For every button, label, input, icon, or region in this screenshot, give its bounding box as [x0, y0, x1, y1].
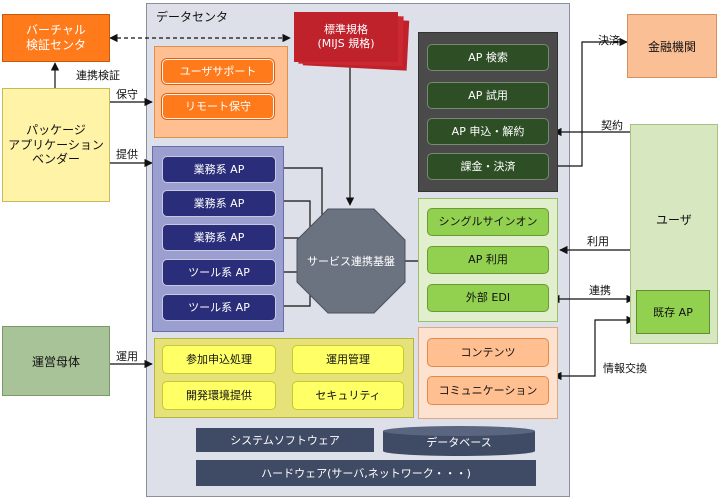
ap-use-button[interactable]: AP 利用	[427, 246, 549, 274]
remote-maintenance-button[interactable]: リモート保守	[162, 94, 274, 119]
security-button[interactable]: セキュリティ	[292, 381, 404, 410]
communication-button[interactable]: コミュニケーション	[427, 376, 549, 405]
dev-environment-button[interactable]: 開発環境提供	[162, 381, 276, 410]
business-ap-1[interactable]: 業務系 AP	[162, 156, 276, 183]
edge-label-settle: 決済	[598, 34, 620, 47]
ap-search-button[interactable]: AP 検索	[427, 44, 549, 71]
ap-trial-button[interactable]: AP 試用	[427, 82, 549, 109]
virtual-verification-center-label: バーチャル 検証センタ	[25, 23, 86, 52]
external-edi-button[interactable]: 外部 EDI	[427, 284, 549, 312]
edge-label-operate: 運用	[116, 350, 138, 363]
service-hub-label: サービス連携基盤	[307, 255, 395, 268]
tool-ap-2[interactable]: ツール系 AP	[162, 294, 276, 321]
operator-label: 運営母体	[31, 354, 80, 369]
edge-label-contract: 契約	[601, 119, 623, 132]
edge-label-link: 連携	[589, 284, 611, 297]
tool-ap-1[interactable]: ツール系 AP	[162, 259, 276, 286]
edge-label-maintain: 保守	[116, 88, 138, 101]
ap-apply-cancel-button[interactable]: AP 申込・解約	[427, 118, 549, 145]
existing-ap-label: 既存 AP	[653, 306, 693, 319]
user-support-button[interactable]: ユーザサポート	[162, 59, 274, 84]
virtual-verification-center: バーチャル 検証センタ	[2, 14, 110, 62]
single-sign-on-button[interactable]: シングルサインオン	[427, 208, 549, 236]
participation-application-button[interactable]: 参加申込処理	[162, 345, 276, 374]
business-ap-2[interactable]: 業務系 AP	[162, 190, 276, 217]
operator: 運営母体	[2, 326, 110, 396]
datacenter-title: データセンタ	[156, 10, 229, 24]
billing-settlement-button[interactable]: 課金・決済	[427, 153, 549, 180]
system-software-label: システムソフトウェア	[230, 434, 340, 447]
financial-institution-label: 金融機関	[647, 39, 696, 54]
service-hub-octagon	[296, 208, 406, 314]
operations-management-button[interactable]: 運用管理	[292, 345, 404, 374]
system-software: システムソフトウェア	[196, 428, 374, 452]
database-label: データベース	[426, 436, 492, 449]
hardware-label: ハードウェア(サーバ,ネットワーク・・・)	[261, 467, 471, 480]
edge-label-provide: 提供	[116, 148, 138, 161]
edge-label-verify: 連携検証	[76, 69, 120, 82]
service-hub	[296, 208, 406, 314]
database-cylinder	[383, 426, 535, 456]
existing-ap: 既存 AP	[636, 290, 710, 334]
edge-label-use: 利用	[587, 235, 609, 248]
business-ap-3[interactable]: 業務系 AP	[162, 224, 276, 251]
package-vendor-label: パッケージ アプリケーション ベンダー	[8, 123, 104, 167]
hardware: ハードウェア(サーバ,ネットワーク・・・)	[196, 460, 536, 486]
standard-spec-label: 標準規格 (MIJS 規格)	[317, 23, 375, 50]
user-label: ユーザ	[656, 213, 692, 227]
standard-spec: 標準規格 (MIJS 規格)	[294, 12, 398, 62]
financial-institution: 金融機関	[627, 14, 717, 78]
package-vendor: パッケージ アプリケーション ベンダー	[2, 88, 110, 202]
edge-label-info-exchange: 情報交換	[603, 362, 647, 375]
contents-button[interactable]: コンテンツ	[427, 338, 549, 367]
